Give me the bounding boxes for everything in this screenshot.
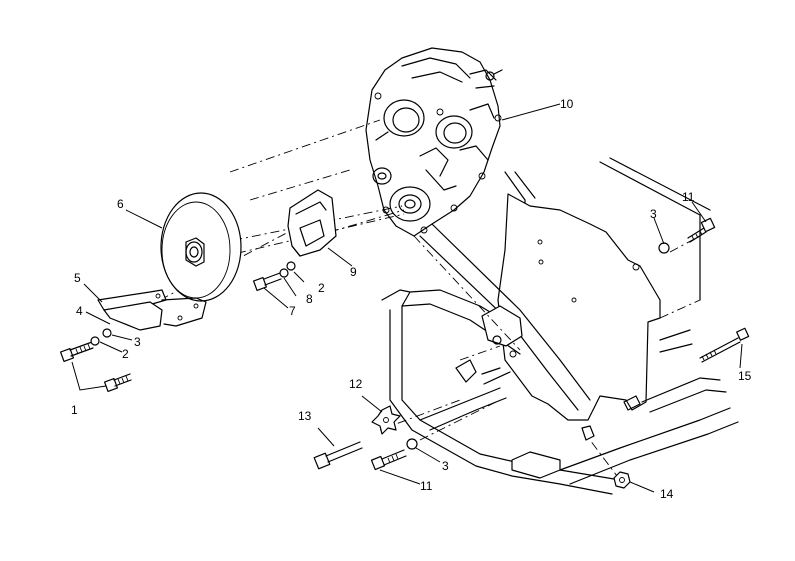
callout-9: 9 bbox=[350, 265, 357, 279]
washer-2-mid bbox=[286, 261, 296, 271]
washer-3-left bbox=[102, 328, 112, 338]
callout-2-left: 2 bbox=[122, 347, 129, 361]
callout-3-right: 3 bbox=[650, 207, 657, 221]
callout-15: 15 bbox=[738, 369, 752, 383]
washer-8 bbox=[279, 268, 289, 278]
fasteners bbox=[59, 217, 750, 489]
washer-3-right bbox=[658, 242, 670, 254]
torque-bracket bbox=[287, 189, 337, 257]
driven-clutch-disc bbox=[160, 192, 242, 302]
bracket-assembly bbox=[97, 289, 207, 331]
callout-7: 7 bbox=[289, 304, 296, 318]
bolt-7 bbox=[252, 272, 282, 292]
washer-3-lower bbox=[406, 438, 418, 450]
star-washer-12 bbox=[371, 405, 401, 435]
callout-1: 1 bbox=[71, 403, 78, 417]
callout-12: 12 bbox=[349, 377, 363, 391]
callout-4: 4 bbox=[76, 304, 83, 318]
bolt-11-upper bbox=[687, 217, 716, 243]
washer-2-left bbox=[90, 336, 100, 346]
callout-5: 5 bbox=[74, 271, 81, 285]
chaincase-housing bbox=[365, 47, 503, 237]
callout-13: 13 bbox=[298, 409, 312, 423]
bolt-1-upper bbox=[59, 341, 94, 363]
bolt-13 bbox=[313, 441, 363, 470]
assembly-centerlines bbox=[159, 119, 701, 481]
callout-8: 8 bbox=[306, 292, 313, 306]
leader-lines bbox=[71, 103, 743, 493]
callout-11-lower: 11 bbox=[420, 479, 433, 493]
callout-6: 6 bbox=[117, 197, 124, 211]
callout-3-left: 3 bbox=[134, 335, 141, 349]
bolt-11-lower bbox=[370, 449, 407, 471]
callout-2-mid: 2 bbox=[318, 281, 325, 295]
callout-3-lower: 3 bbox=[442, 459, 449, 473]
frame-chassis bbox=[381, 157, 739, 495]
bolt-15 bbox=[699, 327, 750, 363]
callout-11-upper: 11 bbox=[682, 190, 695, 204]
callout-labels: 1 2 2 3 3 3 4 5 6 7 8 9 10 11 11 12 13 1… bbox=[71, 97, 752, 501]
nut-14 bbox=[613, 471, 631, 489]
callout-10: 10 bbox=[560, 97, 574, 111]
callout-14: 14 bbox=[660, 487, 674, 501]
bolt-1-lower bbox=[103, 373, 132, 393]
